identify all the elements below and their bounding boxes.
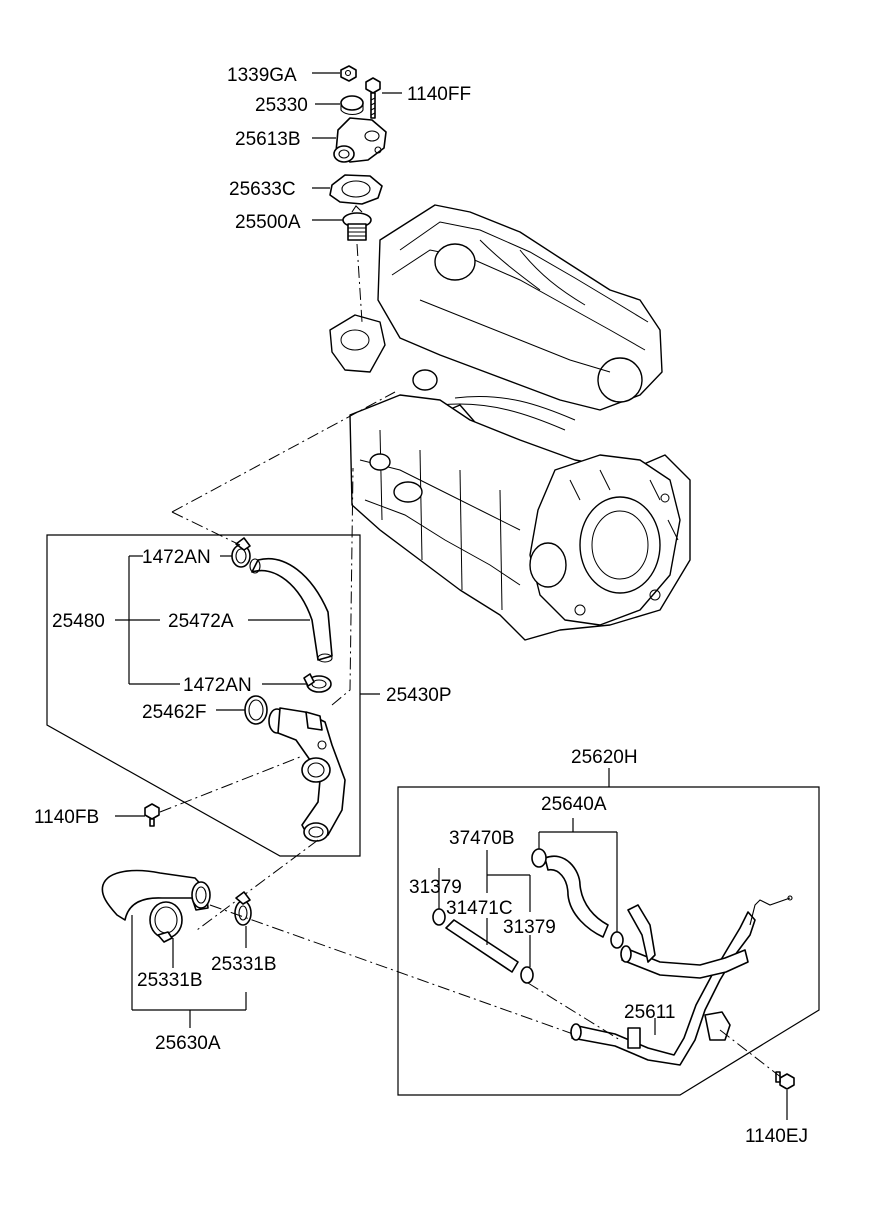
label-1140EJ: 1140EJ (745, 1126, 808, 1147)
nut-1339GA-icon (340, 65, 357, 82)
metal-pipe-25611-icon (570, 895, 793, 1066)
label-1140FF: 1140FF (407, 84, 471, 105)
clamp-hose-end-icon (610, 931, 624, 949)
label-25330: 25330 (255, 95, 308, 116)
label-25500A: 25500A (235, 212, 301, 233)
label-25430P: 25430P (386, 685, 452, 706)
label-25472A: 25472A (168, 611, 234, 632)
water-inlet-pipe-icon (268, 707, 346, 842)
label-25640A: 25640A (541, 794, 607, 815)
label-25462F: 25462F (142, 702, 206, 723)
label-1472AN-bottom: 1472AN (183, 675, 252, 696)
label-37470B: 37470B (449, 828, 515, 849)
group-box-25430P (46, 534, 361, 857)
label-25611: 25611 (624, 1002, 675, 1023)
clamp-37470B-icon (531, 848, 547, 868)
bolt-1140FF-icon (365, 77, 381, 119)
label-31379-b: 31379 (503, 917, 556, 938)
clamp-1472AN-bottom-icon (303, 673, 332, 693)
label-1472AN-top: 1472AN (142, 547, 211, 568)
gasket-25633C-icon (329, 174, 383, 205)
lower-hose-icon (101, 869, 209, 921)
pipe-group-25620H (397, 768, 820, 1120)
label-25620H: 25620H (571, 747, 638, 768)
thermostat-25500A-icon (342, 205, 372, 241)
clamp-31379-b-icon (520, 966, 534, 984)
label-31379-a: 31379 (409, 877, 462, 898)
thermostat-housing-25613B-icon (333, 117, 387, 163)
label-1339GA: 1339GA (227, 65, 297, 86)
hose-25640A-icon (544, 855, 609, 938)
hose-25472A-icon (251, 557, 333, 661)
clamp-25331B-right-icon (234, 891, 252, 926)
label-25633C: 25633C (229, 179, 296, 200)
clamp-25331B-left-icon (149, 901, 183, 943)
thermostat-housing-group (312, 65, 402, 323)
bolt-1140FB-icon (144, 803, 160, 827)
tube-31471C-icon (445, 919, 519, 973)
hose-group-25630A (101, 869, 591, 1041)
label-25630A: 25630A (155, 1033, 221, 1054)
label-25331B-left: 25331B (137, 970, 203, 991)
label-25331B-right: 25331B (211, 954, 277, 975)
label-25613B: 25613B (235, 129, 301, 150)
gasket-25330-icon (340, 95, 364, 111)
label-25480: 25480 (52, 611, 105, 632)
bolt-1140EJ-icon (775, 1071, 795, 1090)
engine-block (329, 204, 691, 641)
label-31471C: 31471C (446, 898, 513, 919)
group-box-25620H (397, 786, 820, 1096)
hose-group-25430P (46, 391, 396, 931)
label-1140FB: 1140FB (34, 807, 99, 828)
clamp-31379-a-icon (432, 908, 446, 926)
part-labels: 1339GA 1140FF 25330 25613B 25633C 25500A… (34, 65, 808, 1147)
